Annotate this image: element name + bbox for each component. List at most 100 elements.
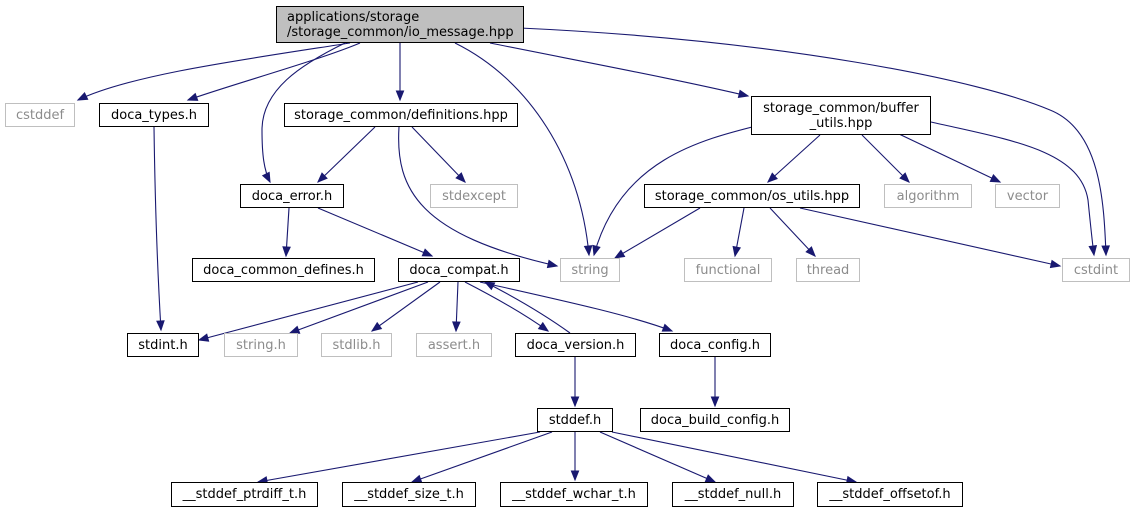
edge-stddef_h-to-wchar_t	[570, 432, 580, 482]
edge-line	[593, 124, 761, 256]
edge-stddef_h-to-size_t	[410, 431, 553, 483]
node-cstdint[interactable]: cstdint	[1062, 258, 1130, 282]
node-buffer-utils[interactable]: storage_common/buffer _utils.hpp	[751, 96, 931, 135]
edge-doca_compat-to-stdlib_h	[370, 281, 441, 332]
edge-doca_compat-to-stdint	[197, 281, 419, 342]
node-algorithm[interactable]: algorithm	[884, 184, 972, 208]
edge-arrowhead	[583, 245, 593, 257]
edge-arrowhead	[710, 396, 720, 408]
edge-buffer_utils-to-string	[592, 124, 761, 257]
edge-arrowhead	[737, 89, 750, 99]
node-stddef-null[interactable]: __stddef_null.h	[672, 482, 794, 507]
edge-arrowhead	[186, 92, 199, 101]
node-stddef-wchar-t[interactable]: __stddef_wchar_t.h	[500, 482, 648, 507]
edge-line	[861, 134, 910, 183]
edge-os_utils-to-thread	[769, 207, 816, 257]
edge-arrowhead	[395, 90, 405, 102]
edge-line	[317, 126, 376, 183]
edge-definitions-to-string	[398, 126, 559, 269]
edge-arrowhead	[1088, 245, 1098, 257]
node-doca-version[interactable]: doca_version.h	[515, 333, 636, 357]
node-doca-error[interactable]: doca_error.h	[240, 184, 344, 208]
edge-arrowhead	[546, 259, 559, 269]
node-doca-common-defines[interactable]: doca_common_defines.h	[192, 258, 375, 282]
edge-doca_compat-to-string_h	[288, 281, 429, 334]
edge-definitions-to-stdexcept	[411, 126, 466, 183]
edge-line	[599, 431, 716, 483]
edge-io_message-to-doca_types	[186, 42, 361, 101]
edge-line	[464, 281, 549, 332]
node-doca-config[interactable]: doca_config.h	[659, 333, 771, 357]
node-functional[interactable]: functional	[684, 258, 772, 282]
edge-line	[519, 27, 1107, 256]
edge-arrowhead	[613, 249, 626, 259]
node-doca-build-config[interactable]: doca_build_config.h	[640, 408, 790, 432]
edge-line	[411, 431, 553, 483]
edge-line	[77, 42, 351, 101]
node-stddef-ptrdiff[interactable]: __stddef_ptrdiff_t.h	[171, 482, 318, 507]
edge-os_utils-to-string	[613, 207, 701, 259]
edge-line	[187, 42, 361, 101]
edge-arrowhead	[452, 321, 461, 333]
edge-io_message-to-doca_error	[261, 42, 346, 184]
edge-buffer_utils-to-os_utils	[767, 134, 821, 183]
node-vector[interactable]: vector	[995, 184, 1060, 208]
edge-io_message-to-cstddef	[76, 42, 351, 101]
node-doca-compat[interactable]: doca_compat.h	[398, 258, 520, 282]
node-doca-types[interactable]: doca_types.h	[99, 103, 209, 127]
edge-line	[489, 42, 749, 97]
edge-arrowhead	[156, 320, 165, 332]
edge-os_utils-to-cstdint	[799, 207, 1062, 269]
edge-doca_compat-to-doca_config	[479, 281, 674, 332]
edge-line	[261, 42, 346, 183]
node-cstddef[interactable]: cstddef	[5, 103, 75, 127]
edge-line	[799, 207, 1061, 267]
edge-os_utils-to-functional	[732, 207, 745, 258]
edge-arrowhead	[261, 171, 271, 184]
edge-doca_types-to-stdint	[153, 126, 165, 332]
edge-arrowhead	[197, 333, 210, 342]
edge-arrowhead	[421, 248, 434, 257]
edge-line	[484, 281, 571, 334]
edge-arrowhead	[704, 474, 717, 483]
edge-io_message-to-definitions	[395, 43, 405, 102]
node-stddef-offsetof[interactable]: __stddef_offsetof.h	[817, 482, 963, 507]
edge-doca_compat-to-doca_version	[464, 281, 550, 332]
node-stdlib-h[interactable]: stdlib.h	[321, 333, 392, 357]
edge-arrowhead	[805, 246, 816, 257]
edge-line	[371, 281, 441, 332]
node-stddef-size-t[interactable]: __stddef_size_t.h	[342, 482, 476, 507]
edge-line	[257, 431, 541, 483]
edge-arrowhead	[570, 396, 580, 408]
node-string[interactable]: string	[560, 258, 620, 282]
edge-line	[198, 281, 419, 341]
edge-arrowhead	[282, 246, 291, 258]
edge-arrowhead	[899, 172, 910, 183]
edge-line	[153, 126, 162, 331]
node-string-h[interactable]: string.h	[224, 333, 298, 357]
edge-arrowhead	[767, 172, 778, 183]
edge-arrowhead	[76, 91, 89, 101]
node-definitions[interactable]: storage_common/definitions.hpp	[284, 103, 518, 127]
edge-arrowhead	[732, 245, 742, 258]
edge-arrowhead	[592, 244, 601, 257]
node-thread[interactable]: thread	[796, 258, 860, 282]
edge-line	[398, 126, 558, 267]
edge-buffer_utils-to-algorithm	[861, 134, 910, 183]
node-stdint[interactable]: stdint.h	[127, 333, 199, 357]
edge-doca_error-to-doca_compat	[317, 207, 434, 257]
edge-stddef_h-to-offsetof	[611, 431, 858, 485]
edge-io_message-to-string	[454, 42, 593, 257]
node-stdexcept[interactable]: stdexcept	[430, 184, 518, 208]
node-stddef-h[interactable]: stddef.h	[537, 408, 613, 432]
node-io-message[interactable]: applications/storage /storage_common/io_…	[276, 6, 524, 43]
node-os-utils[interactable]: storage_common/os_utils.hpp	[644, 184, 860, 208]
edge-stddef_h-to-ptrdiff	[256, 431, 541, 485]
edge-arrowhead	[455, 172, 466, 183]
edge-arrowhead	[1101, 245, 1110, 257]
edge-line	[930, 121, 1095, 256]
edge-line	[454, 42, 590, 256]
node-assert-h[interactable]: assert.h	[416, 333, 492, 357]
